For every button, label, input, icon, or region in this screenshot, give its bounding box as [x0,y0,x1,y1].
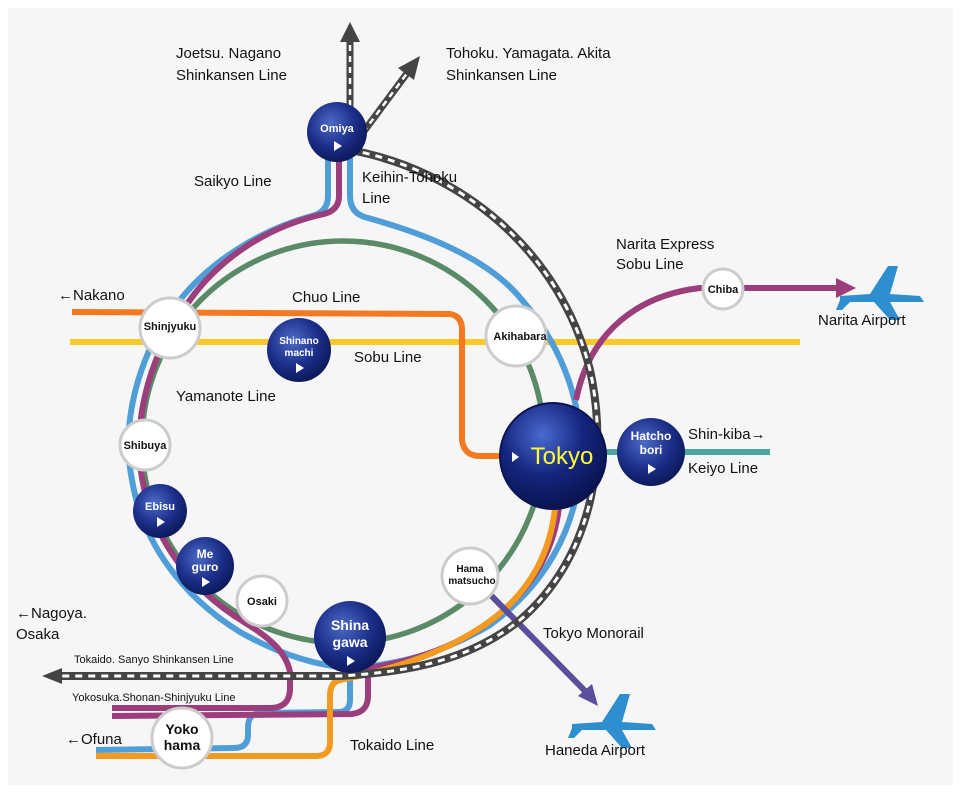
tokaido-label: Tokaido Line [350,737,434,754]
yokosuka-label: Yokosuka.Shonan-Shinjyuku Line [72,692,236,704]
shinkiba-label: Shin-kiba→ [688,426,766,443]
narita-express-label-2: Sobu Line [616,256,684,273]
station-hamamatsucho[interactable]: Hama matsucho [440,546,500,606]
station-chiba[interactable]: Chiba [701,267,745,311]
station-label-2: guro [192,560,219,574]
tohoku-arrow [398,56,420,80]
narita-express-label-1: Narita Express [616,236,714,253]
sobu-label: Sobu Line [354,349,422,366]
play-icon [157,517,165,527]
station-label-1: Shina [331,617,369,633]
station-ebisu[interactable]: Ebisu [133,484,187,538]
chuo-line [71,309,560,459]
play-icon [202,577,210,587]
station-label: Omiya [320,123,355,135]
station-osaki[interactable]: Osaki [235,574,289,628]
keihin-label-1: Keihin-Tohoku [362,169,457,186]
haneda-airport-label: Haneda Airport [545,742,646,759]
station-shinjyuku[interactable]: Shinjyuku [138,296,202,360]
joetsu-label-1: Joetsu. Nagano [176,45,281,62]
joetsu-label-2: Shinkansen Line [176,67,287,84]
saikyo-line [112,158,342,711]
station-yokohama[interactable]: Yoko hama [150,706,214,770]
station-meguro[interactable]: Me guro [176,537,234,595]
station-label-1: Hama [456,564,484,575]
station-omiya[interactable]: Omiya [307,102,367,162]
station-label: Osaki [247,596,277,608]
play-icon [347,656,355,666]
station-label-1: Shinano [279,336,318,347]
station-label-1: Hatcho [631,429,672,443]
station-label-2: bori [640,443,663,457]
monorail-arrow [578,684,598,706]
station-akihabara[interactable]: Akihabara [484,304,548,368]
station-shinanomachi[interactable]: Shinano machi [267,318,331,382]
station-shinagawa[interactable]: Shina gawa [314,601,386,673]
play-icon [334,141,342,151]
narita-airport-label: Narita Airport [818,312,906,329]
tokaido-sanyo-label: Tokaido. Sanyo Shinkansen Line [74,654,234,666]
monorail-label: Tokyo Monorail [543,625,644,642]
station-label: Akihabara [493,331,547,343]
station-tokyo[interactable]: Tokyo [499,402,607,510]
station-hatchobori[interactable]: Hatcho bori [617,418,685,486]
play-icon [512,452,519,462]
narita-express-line [573,285,838,401]
station-label: Shibuya [124,440,168,452]
station-label: Chiba [708,284,739,296]
keiyo-label: Keiyo Line [688,460,758,477]
keihin-label-2: Line [362,190,390,207]
station-label: Shinjyuku [144,321,197,333]
tohoku-label-1: Tohoku. Yamagata. Akita [446,45,611,62]
play-icon [648,464,656,474]
station-label: Tokyo [531,443,594,470]
station-label-2: hama [164,737,201,753]
tokaido-shinkansen-arrow [42,668,62,684]
nagoya-label-1: ←Nagoya. [16,605,87,622]
haneda-airplane-icon [568,694,656,748]
station-label: Ebisu [145,501,175,513]
tohoku-label-2: Shinkansen Line [446,67,557,84]
station-shibuya[interactable]: Shibuya [118,418,172,472]
nakano-label: ←Nakano [58,287,125,304]
yamanote-label: Yamanote Line [176,388,276,405]
station-label-2: matsucho [448,576,495,587]
narita-arrow [836,278,856,298]
nagoya-label-2: Osaka [16,626,60,643]
station-label-2: machi [285,348,314,359]
play-icon [296,363,304,373]
chuo-label: Chuo Line [292,289,360,306]
station-label-2: gawa [332,634,367,650]
station-label-1: Yoko [165,721,198,737]
narita-airplane-icon [836,266,924,320]
saikyo-label: Saikyo Line [194,173,272,190]
station-label-1: Me [197,547,214,561]
ofuna-label: ←Ofuna [66,731,123,748]
map-background [8,8,953,785]
joetsu-arrow [340,22,360,42]
